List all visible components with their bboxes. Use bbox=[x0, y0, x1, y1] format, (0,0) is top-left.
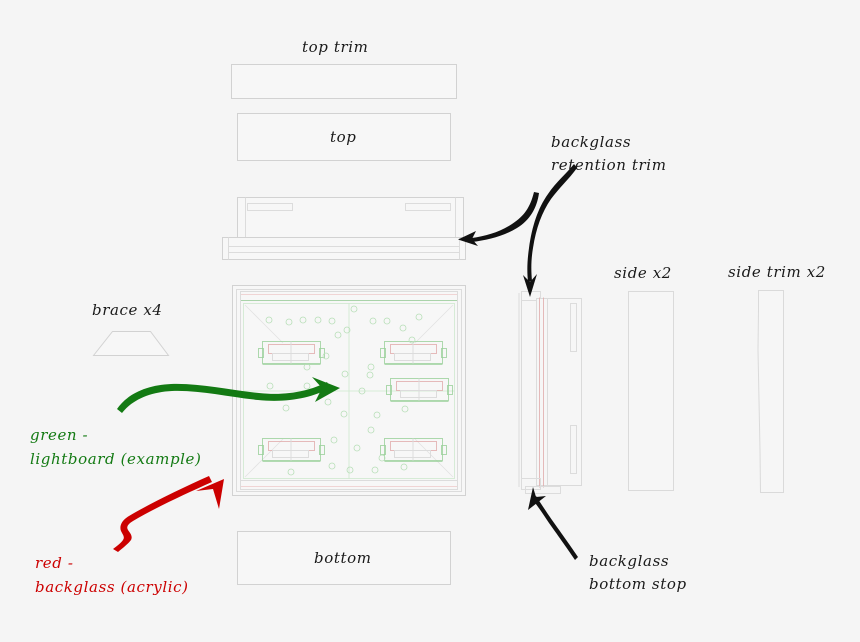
label-backglass-retention-trim-line2: retention trim bbox=[551, 156, 667, 174]
label-top: top bbox=[330, 128, 356, 146]
part-main-cabinet bbox=[232, 285, 466, 496]
label-brace: brace x4 bbox=[92, 301, 163, 319]
arrow-to-back-assembly bbox=[458, 192, 539, 246]
label-side: side x2 bbox=[614, 264, 672, 282]
label-side-trim: side trim x2 bbox=[728, 263, 826, 281]
part-back-assembly bbox=[222, 197, 466, 260]
arrow-red-backglass bbox=[113, 476, 224, 552]
mount-points bbox=[265, 305, 423, 476]
legend-green-line2: lightboard (example) bbox=[30, 450, 202, 468]
fixture-module bbox=[380, 438, 447, 462]
part-side bbox=[628, 291, 674, 491]
part-brace bbox=[92, 331, 170, 356]
label-bottom: bottom bbox=[314, 549, 372, 567]
legend-green-line1: green - bbox=[30, 426, 88, 444]
arrow-to-backglass-stack bbox=[523, 164, 577, 297]
part-side-trim bbox=[757, 290, 784, 493]
label-backglass-retention-trim-line1: backglass bbox=[551, 133, 631, 151]
part-top bbox=[237, 113, 451, 161]
fixture-module bbox=[380, 341, 447, 365]
label-backglass-bottom-stop-line2: bottom stop bbox=[589, 575, 687, 593]
fixture-module bbox=[258, 341, 325, 365]
arrow-to-bottom-stop bbox=[528, 487, 578, 560]
label-backglass-bottom-stop-line1: backglass bbox=[589, 552, 669, 570]
part-top-trim bbox=[231, 64, 457, 99]
legend-red-line2: backglass (acrylic) bbox=[35, 578, 189, 596]
fixture-module bbox=[386, 378, 453, 402]
part-backglass-stack bbox=[518, 291, 582, 494]
part-bottom bbox=[237, 531, 451, 585]
fixture-module bbox=[258, 438, 325, 462]
arrow-green-lightboard bbox=[117, 377, 340, 413]
label-top-trim: top trim bbox=[302, 38, 368, 56]
legend-red-line1: red - bbox=[35, 554, 74, 572]
